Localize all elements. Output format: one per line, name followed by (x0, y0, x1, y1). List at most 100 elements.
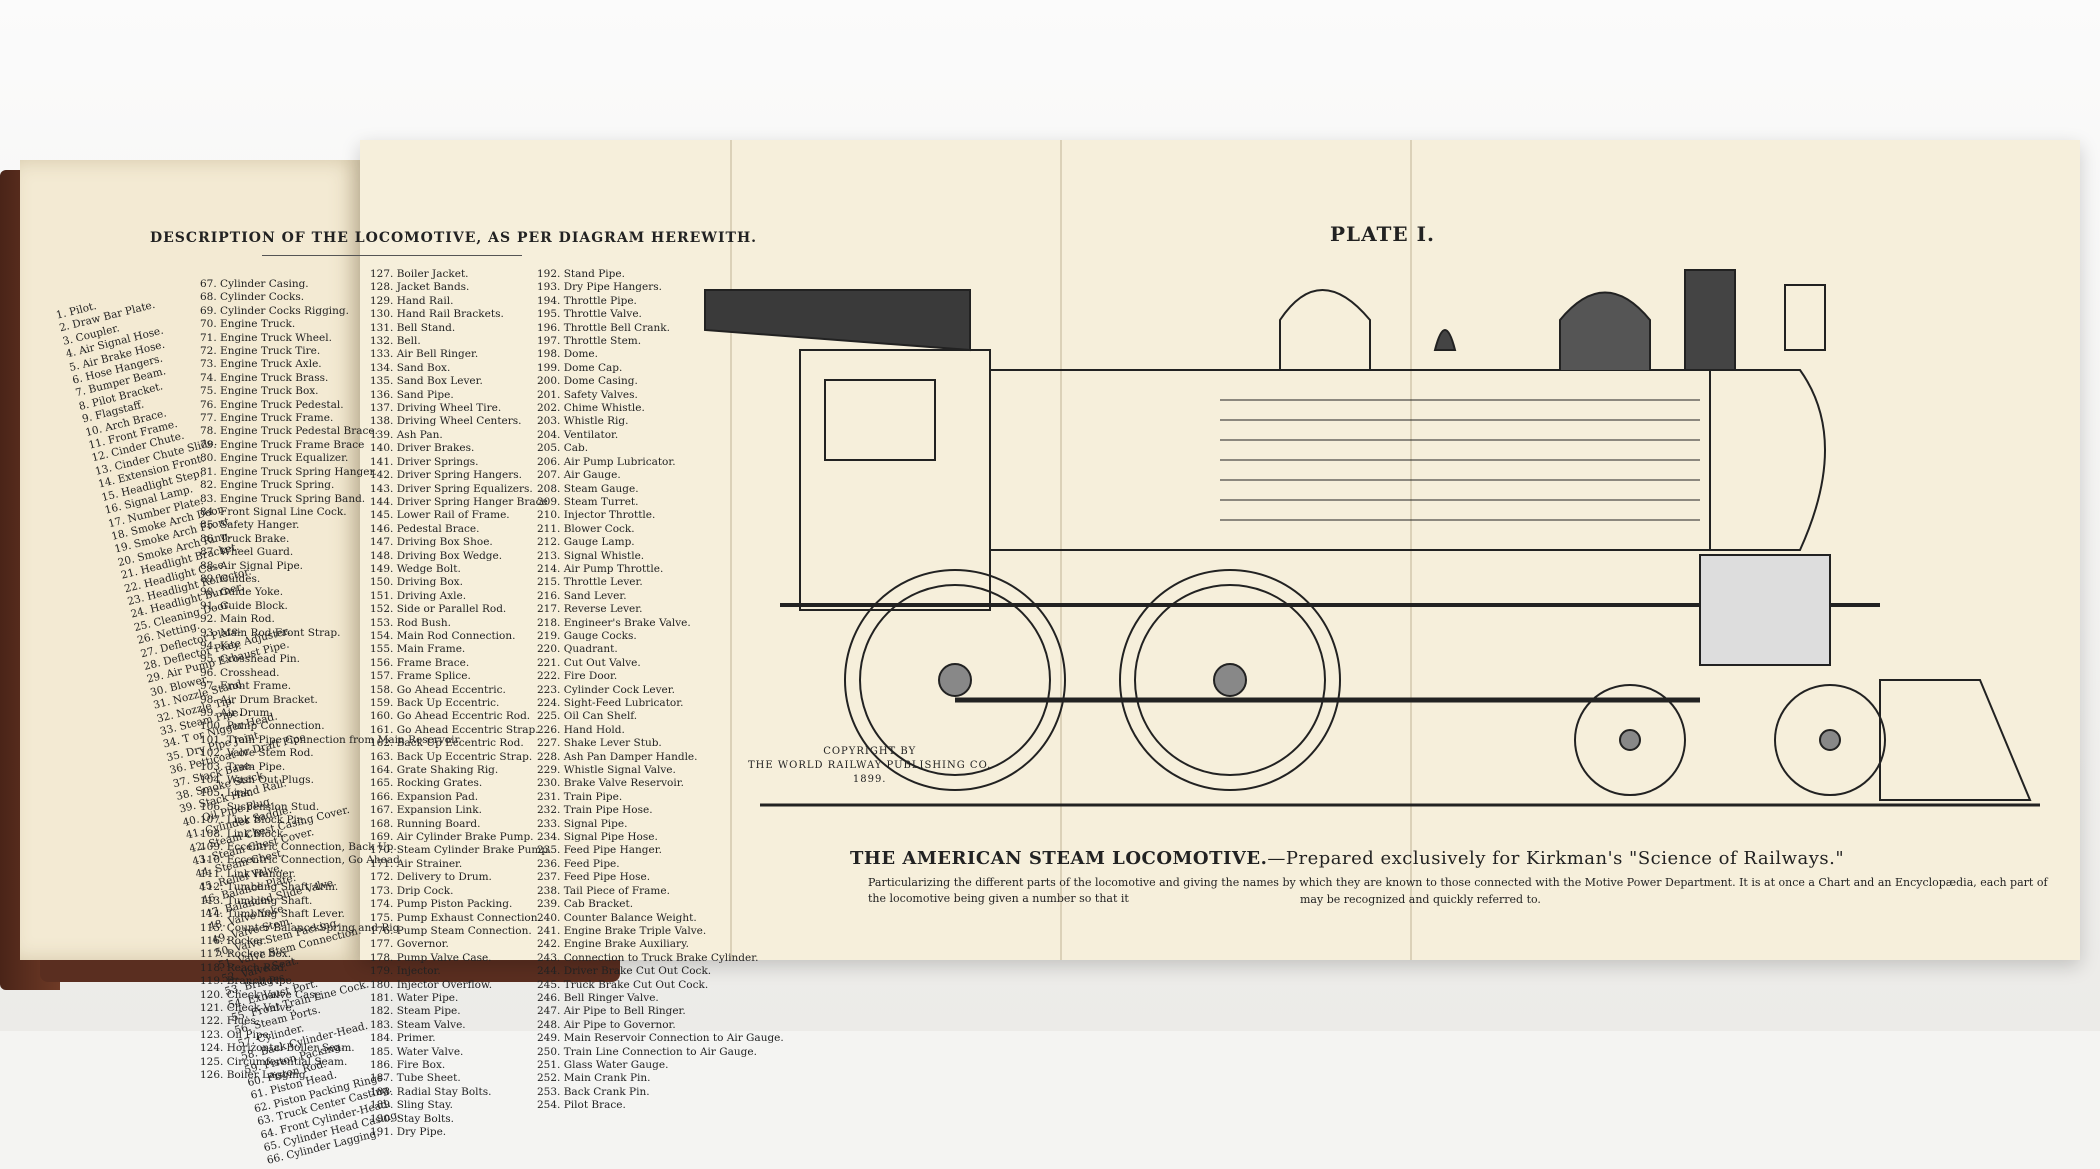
part-list-item: 201. Safety Valves. (537, 388, 638, 401)
part-list-item: 238. Tail Piece of Frame. (537, 884, 670, 897)
part-list-item: 159. Back Up Eccentric. (370, 697, 500, 709)
sand-box (1559, 291, 1651, 370)
part-list-item: 113. Tumbling Shaft. (200, 894, 313, 907)
part-list-item: 79. Engine Truck Frame Brace (200, 438, 365, 451)
part-list-item: 218. Engineer's Brake Valve. (537, 616, 691, 629)
part-list-item: 246. Bell Ringer Valve. (537, 991, 659, 1004)
part-list-item: 210. Injector Throttle. (537, 509, 656, 522)
part-list-item: 114. Tumbling Shaft Lever. (200, 908, 345, 921)
part-list-item: 144. Driver Spring Hanger Brace (370, 495, 548, 508)
part-list-item: 99. Air Drum. (200, 707, 273, 719)
part-list-item: 240. Counter Balance Weight. (537, 911, 697, 924)
part-list-item: 136. Sand Pipe. (370, 388, 454, 401)
part-list-item: 245. Truck Brake Cut Out Cock. (537, 978, 709, 991)
part-list-item: 239. Cab Bracket. (537, 898, 634, 911)
part-list-item: 67. Cylinder Casing. (200, 278, 309, 290)
part-list-item: 233. Signal Pipe. (537, 817, 628, 830)
part-list-item: 164. Grate Shaking Rig. (370, 764, 499, 777)
part-list-item: 225. Oil Can Shelf. (537, 710, 638, 723)
part-list-item: 139. Ash Pan. (370, 428, 443, 441)
part-list-item: 72. Engine Truck Tire. (200, 345, 321, 358)
part-list-item: 231. Train Pipe. (537, 790, 623, 803)
part-list-item: 244. Driver Brake Cut Out Cock. (537, 965, 712, 978)
part-list-item: 85. Safety Hanger. (200, 519, 300, 532)
part-list-item: 121. Check Valve. (200, 1001, 296, 1014)
part-list-item: 208. Steam Gauge. (537, 482, 639, 495)
part-list-item: 186. Fire Box. (370, 1058, 446, 1071)
caption-title: THE AMERICAN STEAM LOCOMOTIVE. (850, 848, 1268, 869)
part-list-item: 188. Radial Stay Bolts. (370, 1085, 492, 1098)
part-list-item: 137. Driving Wheel Tire. (370, 402, 502, 415)
part-list-item: 195. Throttle Valve. (537, 308, 642, 321)
part-list-item: 199. Dome Cap. (537, 361, 623, 374)
part-list-item: 228. Ash Pan Damper Handle. (537, 750, 698, 763)
part-list-item: 161. Go Ahead Eccentric Strap. (370, 723, 539, 736)
part-list-item: 153. Rod Bush. (370, 616, 451, 629)
part-list-item: 152. Side or Parallel Rod. (370, 603, 507, 616)
truck-wheel (1774, 684, 1886, 796)
plate-caption: THE AMERICAN STEAM LOCOMOTIVE.—Prepared … (850, 848, 1844, 869)
part-list-item: 234. Signal Pipe Hose. (537, 831, 658, 844)
part-list-item: 87. Wheel Guard. (200, 546, 294, 559)
part-list-item: 107. Link Block Pin. (200, 814, 308, 827)
plate-description: Particularizing the different parts of t… (868, 876, 2048, 905)
part-list-item: 183. Steam Valve. (370, 1018, 466, 1031)
part-list-item: 167. Expansion Link. (370, 804, 483, 817)
part-list-item: 226. Hand Hold. (537, 723, 625, 736)
part-list-item: 198. Dome. (537, 348, 598, 361)
part-list-item: 68. Cylinder Cocks. (200, 291, 305, 304)
cab-roof (704, 289, 971, 352)
part-list-item: 200. Dome Casing. (537, 375, 638, 388)
part-list-item: 180. Injector Overflow. (370, 978, 493, 991)
part-list-item: 212. Gauge Lamp. (537, 536, 635, 549)
part-list-item: 160. Go Ahead Eccentric Rod. (370, 710, 531, 723)
parts-column-3: 127. Boiler Jacket.128. Jacket Bands.129… (370, 268, 551, 1139)
part-list-item: 217. Reverse Lever. (537, 603, 643, 616)
part-list-item: 223. Cylinder Cock Lever. (537, 683, 675, 696)
copyright-line: COPYRIGHT BY (823, 746, 917, 757)
headlight (1784, 284, 1826, 351)
part-list-item: 214. Air Pump Throttle. (537, 562, 664, 575)
part-list-item: 104. Wash Out Plugs. (200, 774, 314, 787)
part-list-item: 163. Back Up Eccentric Strap. (370, 750, 533, 763)
parts-column-2: 67. Cylinder Casing.68. Cylinder Cocks.6… (200, 278, 462, 1082)
part-list-item: 132. Bell. (370, 335, 421, 348)
part-list-item: 178. Pump Valve Case. (370, 951, 492, 964)
part-list-item: 73. Engine Truck Axle. (200, 358, 322, 371)
part-list-item: 213. Signal Whistle. (537, 549, 645, 562)
part-list-item: 158. Go Ahead Eccentric. (370, 683, 506, 696)
part-list-item: 81. Engine Truck Spring Hanger. (200, 465, 377, 478)
part-list-item: 190. Stay Bolts. (370, 1112, 454, 1125)
part-list-item: 131. Bell Stand. (370, 321, 456, 334)
part-list-item: 77. Engine Truck Frame. (200, 412, 334, 425)
part-list-item: 143. Driver Spring Equalizers. (370, 482, 533, 495)
plate-description-end: may be recognized and quickly referred t… (1300, 893, 1541, 906)
part-list-item: 206. Air Pump Lubricator. (537, 455, 676, 468)
part-list-item: 74. Engine Truck Brass. (200, 371, 329, 384)
part-list-item: 117. Rocker Box. (200, 948, 292, 961)
fold-line (730, 140, 732, 960)
part-list-item: 235. Feed Pipe Hanger. (537, 844, 662, 857)
part-list-item: 102. Valve Stem Rod. (200, 747, 314, 760)
part-list-item: 145. Lower Rail of Frame. (370, 509, 510, 522)
part-list-item: 232. Train Pipe Hose. (537, 804, 653, 817)
part-list-item: 154. Main Rod Connection. (370, 629, 516, 642)
part-list-item: 100. Pump Connection. (200, 720, 325, 733)
part-list-item: 171. Air Strainer. (370, 857, 463, 870)
part-list-item: 224. Sight-Feed Lubricator. (537, 697, 684, 709)
plate-title: PLATE I. (1330, 222, 1435, 246)
part-list-item: 84. Front Signal Line Cock. (200, 505, 347, 518)
part-list-item: 227. Shake Lever Stub. (537, 737, 662, 750)
part-list-item: 122. Flues. (200, 1015, 260, 1028)
part-list-item: 71. Engine Truck Wheel. (200, 331, 332, 344)
part-list-item: 105. Link. (200, 787, 254, 800)
part-list-item: 177. Governor. (370, 938, 449, 951)
part-list-item: 89. Guides. (200, 572, 261, 585)
driving-wheel (1119, 569, 1341, 791)
part-list-item: 115. Counter Balance Spring and Rig. (200, 921, 403, 934)
part-list-item: 133. Air Bell Ringer. (370, 348, 479, 361)
cab-window (824, 379, 936, 461)
locomotive-diagram (704, 269, 2040, 807)
part-list-item: 110. Eccentric Connection, Go Ahead. (200, 854, 404, 867)
part-list-item: 149. Wedge Bolt. (370, 562, 461, 575)
